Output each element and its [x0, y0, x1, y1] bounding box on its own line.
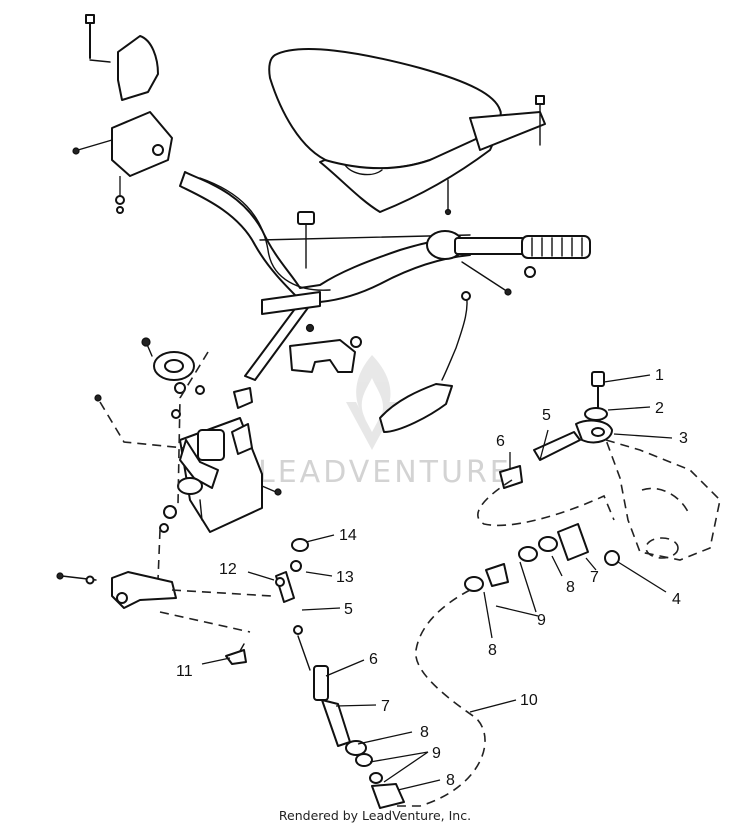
watermark-text: LEADVENTURE — [258, 455, 512, 490]
callout-8-right-lower: 8 — [488, 642, 497, 659]
callout-labels: 1 2 3 4 5 5 6 6 7 7 8 8 8 8 9 9 10 11 12… — [176, 367, 688, 789]
tie-rod-end-lower — [225, 538, 405, 809]
assembly-line-top — [99, 401, 185, 449]
callout-8-right-upper: 8 — [566, 579, 575, 596]
steering-spindle — [604, 438, 721, 561]
callout-7-lower: 7 — [381, 698, 390, 715]
steering-support — [94, 337, 282, 533]
steering-post — [233, 291, 321, 409]
callout-14: 14 — [339, 527, 357, 544]
callout-4: 4 — [672, 591, 681, 608]
callout-7-upper: 7 — [590, 569, 599, 586]
kill-switch-lanyard — [379, 291, 471, 433]
callout-2: 2 — [655, 400, 664, 417]
callout-12: 12 — [219, 561, 237, 578]
handlebar — [179, 171, 591, 303]
callout-5-upper: 5 — [542, 407, 551, 424]
knob-icon — [297, 211, 315, 269]
leadventure-flame-logo — [346, 355, 398, 450]
cable-bracket — [289, 336, 362, 373]
seat-bolt-icon — [535, 95, 545, 146]
callout-5-lower: 5 — [344, 601, 353, 618]
callout-8-lower-upper: 8 — [420, 724, 429, 741]
upper-bearing-flange — [153, 351, 195, 381]
callout-1: 1 — [655, 367, 664, 384]
callout-9-right: 9 — [537, 612, 546, 629]
seat-screw-icon — [444, 179, 452, 216]
assembly-line-bottom — [157, 529, 161, 581]
tie-rod-end-upper — [464, 371, 620, 592]
tie-rod-path-upper — [477, 479, 615, 527]
callout-3: 3 — [679, 430, 688, 447]
pitman-arm — [56, 571, 177, 609]
callout-11: 11 — [176, 663, 193, 680]
switch-housing-assembly — [72, 14, 173, 214]
callout-9-lower: 9 — [432, 745, 441, 762]
callout-8-lower-lower: 8 — [446, 772, 455, 789]
footer-credit: Rendered by LeadVenture, Inc. — [278, 808, 472, 823]
tie-rod-path-lower — [396, 589, 486, 807]
long-bolt-icon — [85, 14, 95, 59]
assembly-line-center — [177, 351, 209, 505]
pitman-link-dash — [159, 589, 273, 633]
callout-13: 13 — [336, 569, 354, 586]
callout-10: 10 — [520, 692, 538, 709]
callout-leaders — [201, 374, 673, 791]
callout-6-lower: 6 — [369, 651, 378, 668]
callout-6-upper: 6 — [496, 433, 505, 450]
handlebar-grip — [521, 235, 591, 259]
seat — [268, 48, 546, 216]
